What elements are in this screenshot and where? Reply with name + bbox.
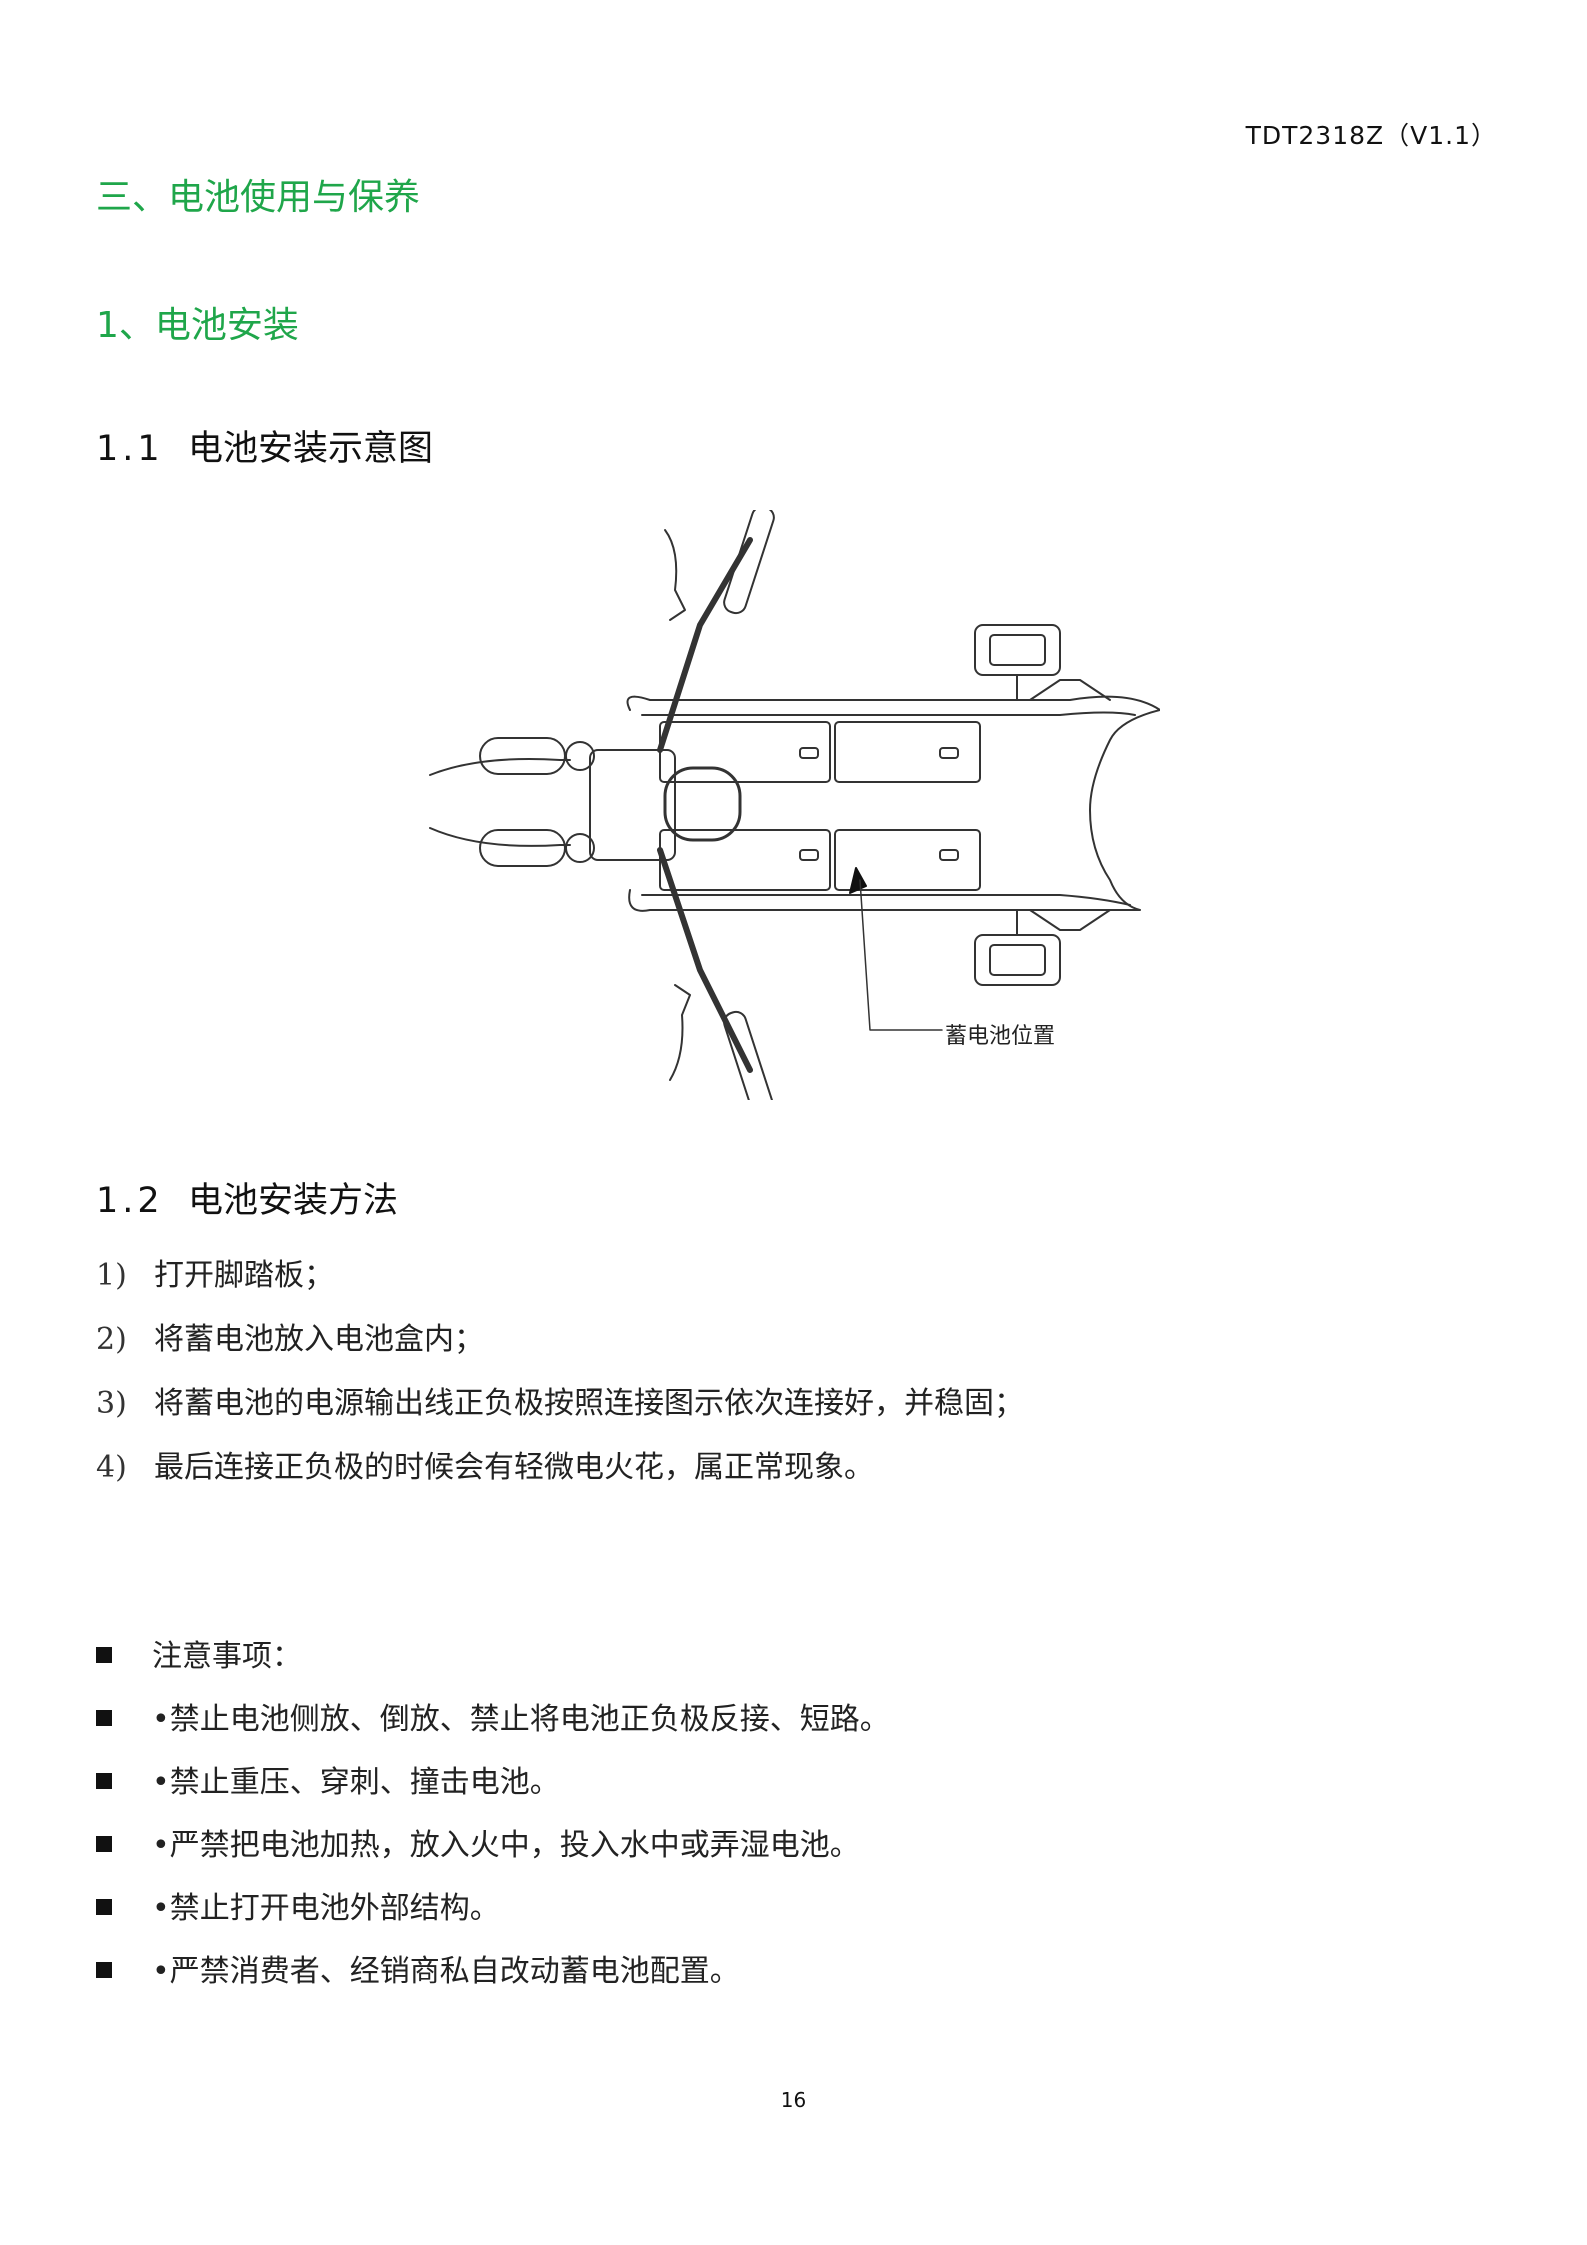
notes-heading: 注意事项： [96, 1631, 302, 1675]
step-number: 4) [96, 1450, 127, 1485]
diagram-heading-number: 1.1 [96, 429, 164, 469]
section-title: 三、电池使用与保养 [96, 177, 421, 218]
foot-peg-top [974, 624, 1061, 701]
diagram-heading: 1.1 电池安装示意图 [96, 420, 433, 471]
step-text: 打开脚踏板； [154, 1258, 334, 1293]
method-heading-title: 电池安装方法 [188, 1181, 399, 1221]
step-number: 2) [96, 1322, 127, 1357]
callout-arrow [849, 867, 943, 1031]
bullet-square-icon [96, 1647, 112, 1663]
method-heading: 1.2 电池安装方法 [96, 1172, 398, 1223]
step-number: 1) [96, 1258, 127, 1293]
battery-installation-diagram [429, 510, 1160, 1100]
bullet-square-icon [96, 1710, 112, 1726]
bullet-square-icon [96, 1962, 112, 1978]
battery-location-label: 蓄电池位置 [945, 1024, 1056, 1049]
note-item: •严禁消费者、经销商私自改动蓄电池配置。 [96, 1946, 740, 1990]
bullet-square-icon [96, 1773, 112, 1789]
step-text: 将蓄电池放入电池盒内； [154, 1322, 484, 1357]
wheel-pair-left [479, 737, 595, 867]
bullet-square-icon [96, 1899, 112, 1915]
step-text: 最后连接正负极的时候会有轻微电火花，属正常现象。 [154, 1450, 874, 1485]
step-item: 2) 将蓄电池放入电池盒内； [96, 1314, 484, 1358]
handlebar [657, 510, 775, 1100]
step-item: 3) 将蓄电池的电源输出线正负极按照连接图示依次连接好，并稳固； [96, 1378, 1024, 1422]
bullet-square-icon [96, 1836, 112, 1852]
note-item: •严禁把电池加热，放入火中，投入水中或弄湿电池。 [96, 1820, 860, 1864]
note-item: •禁止电池侧放、倒放、禁止将电池正负极反接、短路。 [96, 1694, 890, 1738]
scooter-body [429, 679, 1160, 931]
subsection-title: 1、电池安装 [96, 305, 299, 346]
note-item: •禁止打开电池外部结构。 [96, 1883, 500, 1927]
step-text: 将蓄电池的电源输出线正负极按照连接图示依次连接好，并稳固； [154, 1386, 1024, 1421]
page-number: 16 [780, 2088, 807, 2112]
note-item: •禁止重压、穿刺、撞击电池。 [96, 1757, 560, 1801]
step-number: 3) [96, 1386, 127, 1421]
document-code: TDT2318Z（V1.1） [1245, 121, 1497, 150]
diagram-heading-title: 电池安装示意图 [188, 429, 434, 469]
steering-stem [589, 749, 742, 861]
method-heading-number: 1.2 [96, 1181, 164, 1221]
step-item: 4) 最后连接正负极的时候会有轻微电火花，属正常现象。 [96, 1442, 874, 1486]
battery-pack [659, 721, 981, 891]
step-item: 1) 打开脚踏板； [96, 1250, 334, 1294]
foot-peg-bottom [974, 909, 1061, 986]
